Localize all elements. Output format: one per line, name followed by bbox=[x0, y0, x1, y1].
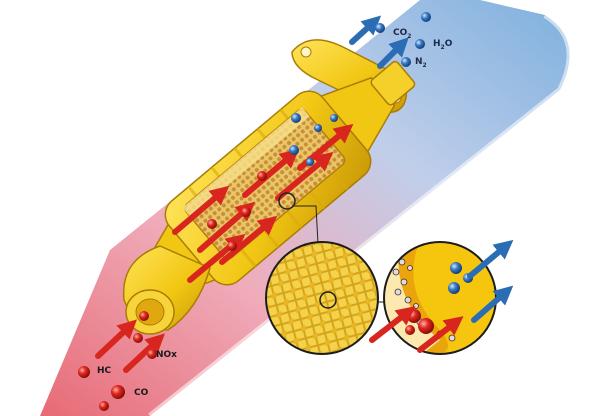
inlet-flow-arrows bbox=[95, 319, 166, 373]
label-nox: NOx bbox=[156, 350, 177, 360]
label-co: CO bbox=[134, 388, 149, 398]
internal-molecules bbox=[207, 113, 338, 251]
outlet-flow-arrows bbox=[349, 15, 409, 69]
gas-flow-band-rim bbox=[148, 12, 573, 416]
label-n2: N2 bbox=[415, 57, 427, 69]
label-hc: HC bbox=[97, 366, 112, 376]
outlet-molecules bbox=[375, 12, 431, 67]
substrate-mesh-magnifier bbox=[265, 241, 379, 355]
catalyst-surface-magnifier bbox=[369, 239, 514, 355]
label-co2: CO2 bbox=[393, 28, 412, 40]
inlet-molecules bbox=[78, 311, 157, 411]
label-h2o: H2O bbox=[433, 39, 453, 51]
